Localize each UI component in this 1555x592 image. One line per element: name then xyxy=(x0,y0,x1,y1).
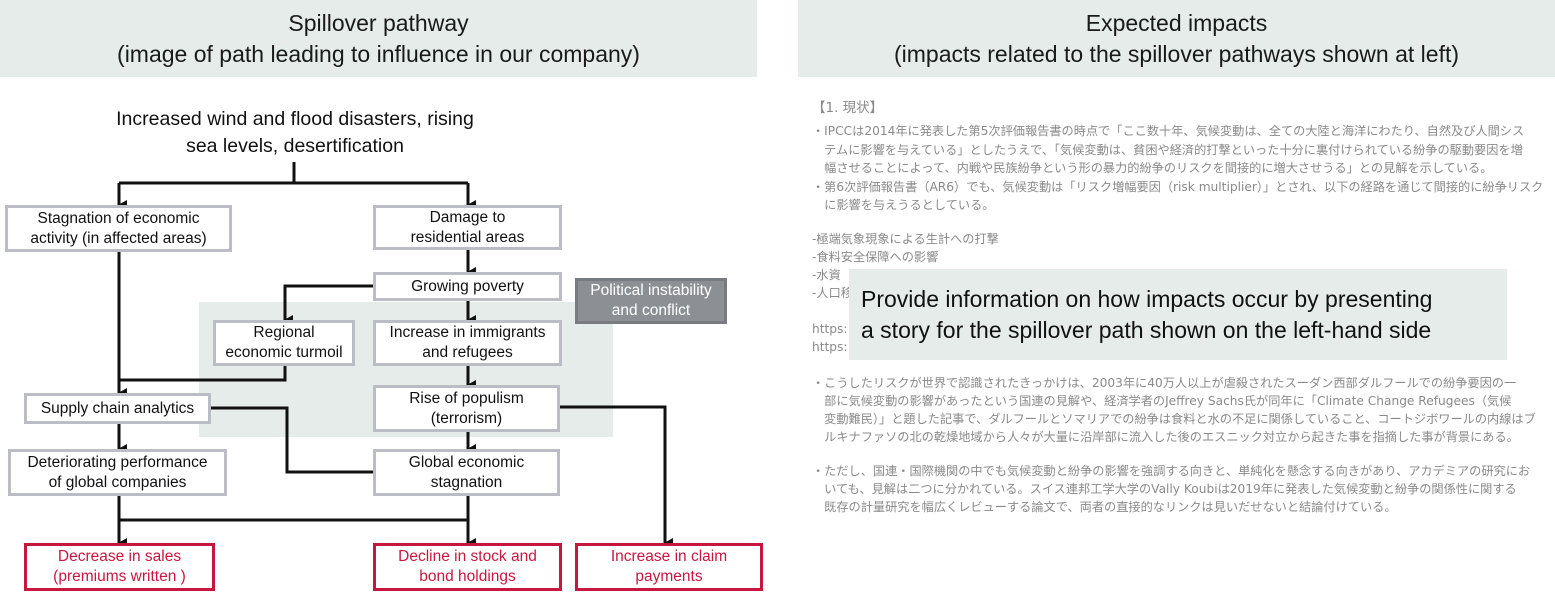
outcome-label: Increase in claim xyxy=(610,548,728,565)
node-global-economic-stagnation: Global economic stagnation xyxy=(373,449,560,496)
node-label: of global companies xyxy=(48,473,187,491)
node-immigrants-refugees: Increase in immigrants and refugees xyxy=(373,320,562,366)
reference-link[interactable]: https: xyxy=(812,322,848,336)
outcome-label: bond holdings xyxy=(419,568,516,585)
list-item: -極端気象現象による生計への打撃 xyxy=(812,232,999,246)
node-label: Global economic xyxy=(408,453,525,471)
callout-line-2: a story for the spillover path shown on … xyxy=(861,317,1432,343)
paragraph-line: テムに影響を与えている」としたうえで、「気候変動は、貧困や経済的打撃といった十分… xyxy=(812,143,1523,157)
outcome-increase-in-claims: Increase in claim payments xyxy=(575,543,763,591)
node-supply-chain: Supply chain analytics xyxy=(24,393,211,424)
node-rise-of-populism: Rise of populism (terrorism) xyxy=(373,385,560,432)
node-political-instability: Political instability and conflict xyxy=(575,278,727,324)
node-label: Damage to xyxy=(429,208,506,226)
node-label: and conflict xyxy=(611,302,691,319)
paragraph-line: ・IPCCは2014年に発表した第5次評価報告書の時点で「ここ数十年、気候変動は… xyxy=(812,124,1525,138)
list-item: -人口移 xyxy=(812,286,853,300)
paragraph-line: いても、見解は二つに分かれている。スイス連邦工学大学のVally Koubiは2… xyxy=(812,482,1517,496)
paragraph-line: 既存の計量研究を幅広くレビューする論文で、両者の直接的なリンクは見いだせないと結… xyxy=(812,500,1397,514)
paragraph-line: 幅させることによって、内戦や民族紛争という形の暴力的紛争のリスクを間接的に増大さ… xyxy=(812,161,1493,175)
outcome-label: (premiums written ) xyxy=(53,568,186,585)
reference-link[interactable]: https: xyxy=(812,340,848,354)
section-title: 【1. 現状】 xyxy=(812,100,884,116)
node-label: economic turmoil xyxy=(225,344,343,361)
node-regional-turmoil: Regional economic turmoil xyxy=(213,320,355,366)
paragraph-line: ルキナファソの北の乾燥地域から人々が大量に沿岸部に流入した後のエスニック対立から… xyxy=(812,430,1519,444)
callout-line-1: Provide information on how impacts occur… xyxy=(861,286,1433,312)
root-line-2: sea levels, desertification xyxy=(186,135,404,157)
paragraph-line: ・こうしたリスクが世界で認識されたきっかけは、2003年に40万人以上が虐殺され… xyxy=(812,376,1517,390)
header-title: Spillover pathway xyxy=(288,10,469,36)
node-label: Increase in immigrants xyxy=(389,324,546,341)
paragraph-line: に影響を与えうるとしている。 xyxy=(812,198,995,212)
node-damage-residential: Damage to residential areas xyxy=(373,205,562,250)
paragraph-line: 部に気候変動の影響があったという国連の見解や、経済学者のJeffrey Sach… xyxy=(812,394,1512,408)
flow-connectors xyxy=(117,162,673,548)
story-callout: Provide information on how impacts occur… xyxy=(849,269,1507,360)
expected-impacts-header: Expected impacts (impacts related to the… xyxy=(798,0,1555,77)
node-label: and refugees xyxy=(422,344,513,361)
node-label: Growing poverty xyxy=(411,277,524,295)
node-label: Stagnation of economic xyxy=(37,209,200,227)
header-subtitle: (impacts related to the spillover pathwa… xyxy=(893,41,1460,67)
node-label: activity (in affected areas) xyxy=(30,229,207,247)
outcome-label: Decline in stock and xyxy=(398,548,537,565)
outcome-label: Decrease in sales xyxy=(57,548,182,565)
paragraph-line: ・ただし、国連・国際機関の中でも気候変動と紛争の影響を強調する向きと、単純化を懸… xyxy=(812,464,1531,478)
paragraph-line: 変動難民）」と題した記事で、ダルフールとソマリアでの紛争は食料と水の不足に関係し… xyxy=(812,412,1536,426)
spillover-pathway-header: Spillover pathway (image of path leading… xyxy=(0,0,757,77)
root-cause-title: Increased wind and flood disasters, risi… xyxy=(60,106,530,160)
node-label: Regional xyxy=(253,324,315,341)
node-label: Supply chain analytics xyxy=(40,399,195,417)
outcome-decrease-in-sales: Decrease in sales (premiums written ) xyxy=(24,543,215,591)
node-label: (terrorism) xyxy=(430,409,503,427)
node-stagnation-economic-activity: Stagnation of economic activity (in affec… xyxy=(5,205,232,252)
node-label: Political instability xyxy=(590,282,712,299)
root-line-1: Increased wind and flood disasters, risi… xyxy=(116,108,474,130)
node-label: stagnation xyxy=(430,473,503,491)
list-item: -食料安全保障への影響 xyxy=(812,250,939,264)
paragraph-line: ・第6次評価報告書（AR6）でも、気候変動は「リスク増幅要因（risk mult… xyxy=(812,180,1544,194)
node-label: Rise of populism xyxy=(409,389,524,407)
header-title: Expected impacts xyxy=(1085,10,1268,36)
node-label: Deteriorating performance xyxy=(27,453,208,471)
node-deteriorating-performance: Deteriorating performance of global compa… xyxy=(8,449,227,496)
outcome-label: payments xyxy=(635,568,703,585)
node-label: residential areas xyxy=(410,228,525,246)
node-growing-poverty: Growing poverty xyxy=(373,272,562,301)
list-item: -水資 xyxy=(812,268,841,282)
outcome-decline-in-holdings: Decline in stock and bond holdings xyxy=(373,543,562,591)
header-subtitle: (image of path leading to influence in o… xyxy=(117,41,640,67)
